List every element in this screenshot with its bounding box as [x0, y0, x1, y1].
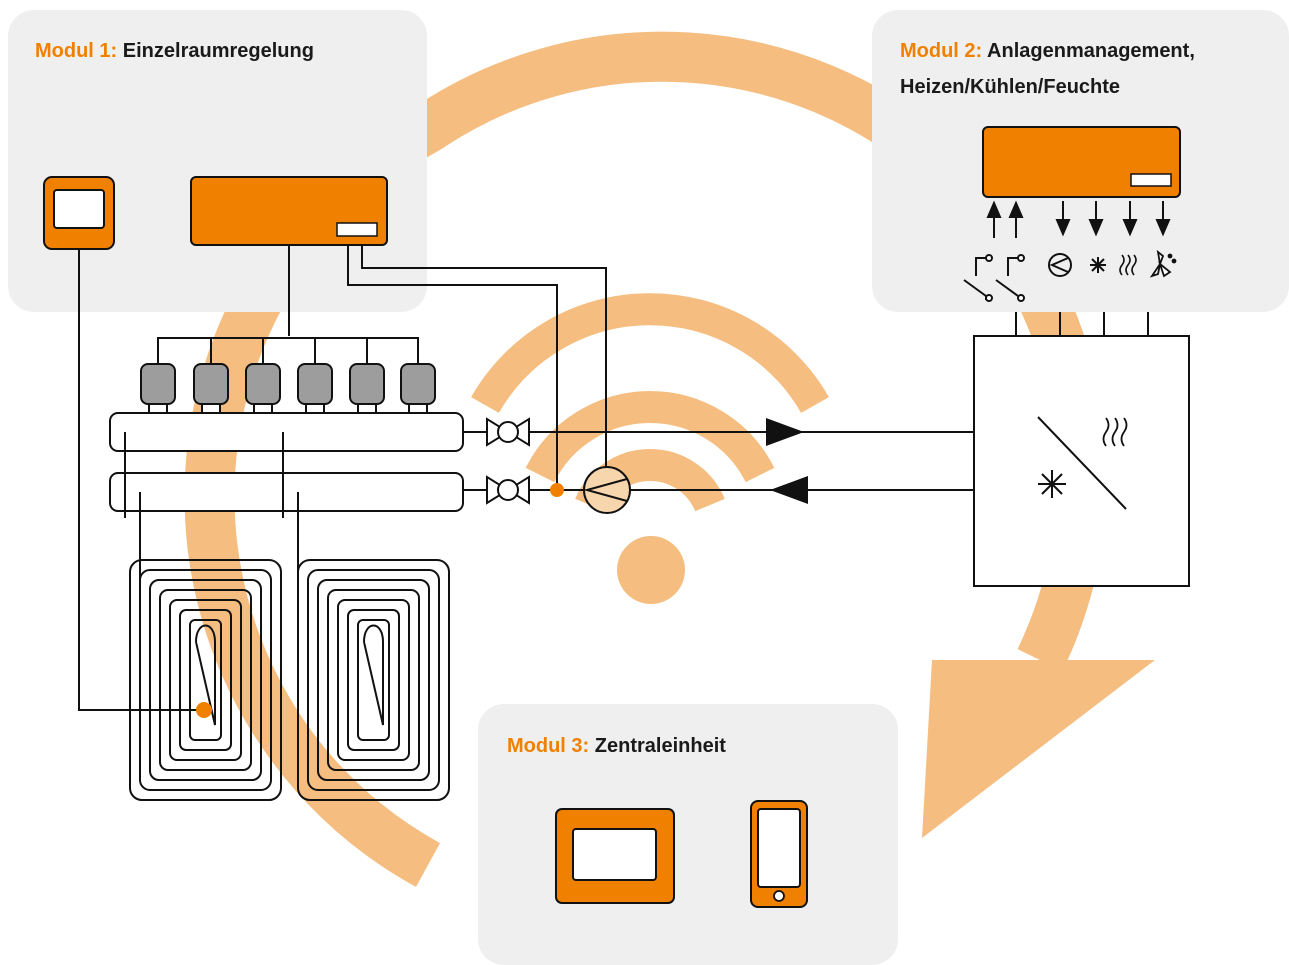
underfloor-heating-loop-icon: [124, 432, 450, 801]
snowflake-icon: [1090, 257, 1106, 273]
valve-icon: [486, 475, 530, 505]
module-2-prefix: Modul 2:: [900, 40, 983, 62]
controller-icon: [982, 126, 1181, 198]
pump-icon: [583, 466, 631, 514]
room-thermostat-icon: [43, 176, 115, 250]
valve-icon: [486, 417, 530, 447]
output-arrow-icon: [1055, 201, 1171, 237]
module-2-name: Anlagenmanagement,: [987, 40, 1195, 62]
module-1-panel: [8, 10, 427, 312]
switch-contact-icon: [963, 254, 1025, 302]
smartphone-icon: [750, 800, 808, 908]
wall-display-icon: [555, 808, 675, 904]
manifold-icon: [109, 412, 464, 512]
heat-waves-icon: [1119, 254, 1137, 276]
control-unit-icon: [190, 176, 388, 246]
flow-arrow-icon: [766, 418, 804, 446]
module-1-name: Einzelraumregelung: [122, 40, 314, 62]
humidity-fan-icon: [1149, 249, 1177, 278]
module-2-title-line2: Heizen/Kühlen/Feuchte: [900, 76, 1121, 98]
module-1-prefix: Modul 1:: [35, 40, 118, 62]
module-1-title: Modul 1: Einzelraumregelung: [35, 33, 314, 69]
heat-pump-unit-icon: [973, 312, 1190, 587]
sensor-dot-icon: [550, 483, 564, 497]
flow-arrow-icon: [770, 476, 808, 504]
module-3-prefix: Modul 3:: [507, 735, 590, 757]
module-3-panel: [478, 704, 898, 965]
module-2-title: Modul 2: Anlagenmanagement,: [900, 33, 1195, 69]
input-arrow-icon: [986, 200, 1024, 238]
actuator-icon: [140, 363, 436, 405]
module-3-title: Modul 3: Zentraleinheit: [507, 728, 726, 764]
module-3-name: Zentraleinheit: [594, 735, 726, 757]
pump-symbol-icon: [1048, 253, 1072, 277]
sensor-dot-icon: [196, 702, 212, 718]
